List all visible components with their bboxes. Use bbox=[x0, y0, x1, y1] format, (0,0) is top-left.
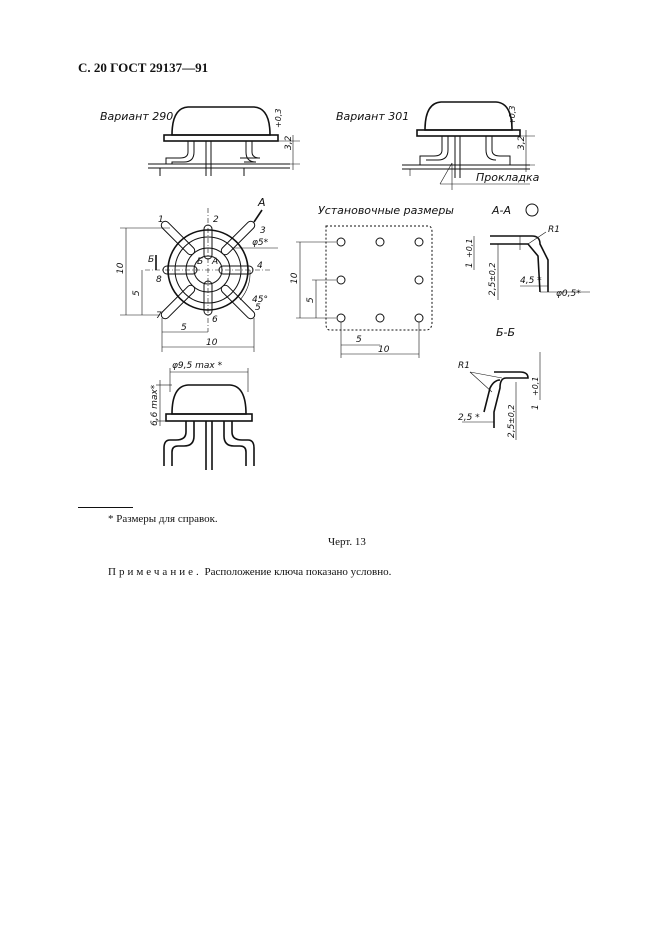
mount-dim-5-v: 5 bbox=[306, 297, 316, 303]
inner-label-b: Б bbox=[197, 257, 203, 267]
variant-301-view: Вариант 301 3,2 +0,3 Прокладка bbox=[336, 101, 540, 190]
note: Примечание. Расположение ключа показано … bbox=[108, 566, 391, 578]
dim-1-b: 1 bbox=[531, 404, 541, 410]
side-view: φ9,5 max * 6,6 max* bbox=[150, 361, 255, 470]
footnote: * Размеры для справок. bbox=[108, 513, 218, 525]
mount-dim-10-h: 10 bbox=[378, 345, 390, 355]
phi05-label: φ0,5* bbox=[556, 289, 581, 299]
mounting-view: Установочные размеры 10 5 5 10 bbox=[290, 204, 454, 358]
dim-25-a: 2,5 bbox=[488, 281, 498, 296]
mount-title: Установочные размеры bbox=[318, 204, 454, 217]
variant-290-view: Вариант 290 3,2 +0,3 bbox=[100, 106, 300, 176]
dim-1-a: 1 bbox=[465, 262, 475, 268]
mount-dim-5-h: 5 bbox=[356, 335, 362, 345]
view-a-label: А bbox=[257, 196, 266, 209]
phi5-label: φ5* bbox=[252, 238, 269, 248]
angle-45-label: 45° bbox=[252, 295, 268, 305]
pin-2: 2 bbox=[213, 215, 219, 225]
variant-301-label: Вариант 301 bbox=[336, 110, 409, 123]
r1-label-b: R1 bbox=[458, 361, 470, 371]
dim-32-a: 3,2 bbox=[284, 135, 294, 150]
mount-holes bbox=[336, 237, 424, 323]
tol-02-a: ±0,2 bbox=[488, 263, 497, 282]
technical-drawing: Вариант 290 3,2 +0,3 Вариант 301 bbox=[100, 101, 590, 470]
pin-4: 4 bbox=[257, 261, 263, 271]
pin-8: 8 bbox=[156, 275, 162, 285]
section-bb: Б-Б R1 1 +0,1 2,5 ±0,2 2,5 * bbox=[458, 326, 541, 440]
note-text: Расположение ключа показано условно. bbox=[201, 566, 392, 578]
dim-10-v: 10 bbox=[116, 262, 126, 274]
page-header: С. 20 ГОСТ 29137—91 bbox=[78, 60, 209, 75]
gasket-label: Прокладка bbox=[476, 171, 540, 184]
tol-01-a: +0,1 bbox=[465, 239, 474, 258]
dim-45-label: 4,5 * bbox=[520, 276, 542, 286]
r1-label-a: R1 bbox=[548, 225, 560, 235]
pin-5: 5 bbox=[255, 303, 261, 313]
height-66-label: 6,6 max* bbox=[150, 384, 160, 426]
top-view: 1 2 3 4 5 6 7 8 Б А Б А φ5* 45° 10 5 5 1… bbox=[116, 196, 278, 352]
tol-03-a: +0,3 bbox=[274, 109, 283, 128]
mount-dim-10-v: 10 bbox=[290, 272, 300, 284]
variant-290-label: Вариант 290 bbox=[100, 110, 173, 123]
inner-label-a: А bbox=[211, 257, 218, 267]
pin-7: 7 bbox=[156, 311, 162, 321]
dim-5-h: 5 bbox=[181, 323, 187, 333]
pin-1: 1 bbox=[158, 215, 164, 225]
note-label: Примечание. bbox=[108, 566, 202, 578]
tol-02-b: ±0,2 bbox=[507, 405, 516, 424]
dim-25-b: 2,5 bbox=[507, 423, 517, 438]
section-aa-label: А-А bbox=[491, 204, 511, 217]
tol-03-b: +0,3 bbox=[508, 106, 517, 125]
section-bb-label: Б-Б bbox=[496, 326, 515, 339]
phi95-label: φ9,5 max * bbox=[172, 361, 223, 371]
pin-3: 3 bbox=[260, 226, 266, 236]
tol-01-b: +0,1 bbox=[531, 377, 540, 396]
dim-32-b: 3,2 bbox=[517, 135, 527, 150]
figure-caption: Черт. 13 bbox=[328, 536, 366, 548]
dim-25s-label: 2,5 * bbox=[458, 413, 480, 423]
footnote-rule bbox=[78, 507, 133, 508]
dim-10-h: 10 bbox=[206, 338, 218, 348]
pin-6: 6 bbox=[212, 315, 218, 325]
view-label-b: Б bbox=[148, 255, 154, 265]
section-aa: А-А R1 1 +0,1 2,5 ±0,2 4,5 * φ0,5* bbox=[465, 203, 590, 300]
dim-5-v: 5 bbox=[132, 290, 142, 296]
